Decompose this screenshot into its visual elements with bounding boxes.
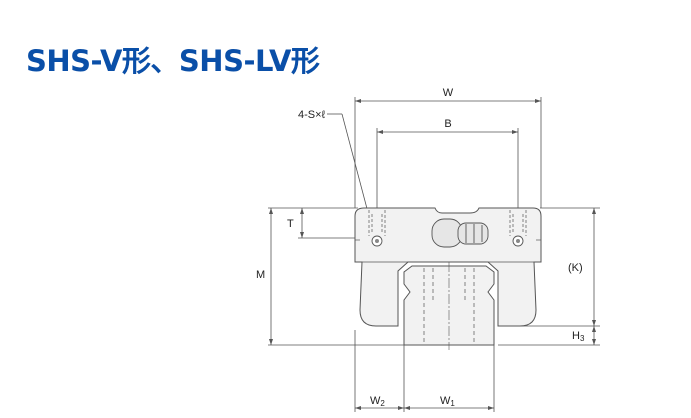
W2-label: W2	[370, 395, 385, 408]
bolt-pitch-B-label: B	[444, 118, 451, 130]
screw-holes	[368, 210, 527, 236]
carriage-block	[354, 207, 542, 327]
width-W-label: W	[443, 87, 454, 99]
grease-nipple	[431, 218, 489, 248]
K-label: (K)	[568, 262, 583, 274]
thread-depth-T-label: T	[287, 218, 294, 230]
W1-label: W1	[440, 395, 455, 408]
rail	[403, 262, 495, 350]
H3-label: H3	[572, 330, 585, 343]
diagram-title: SHS-V形、SHS-LV形	[26, 44, 320, 78]
height-M-label: M	[256, 269, 265, 281]
screw-label: 4-S×ℓ	[298, 109, 326, 121]
